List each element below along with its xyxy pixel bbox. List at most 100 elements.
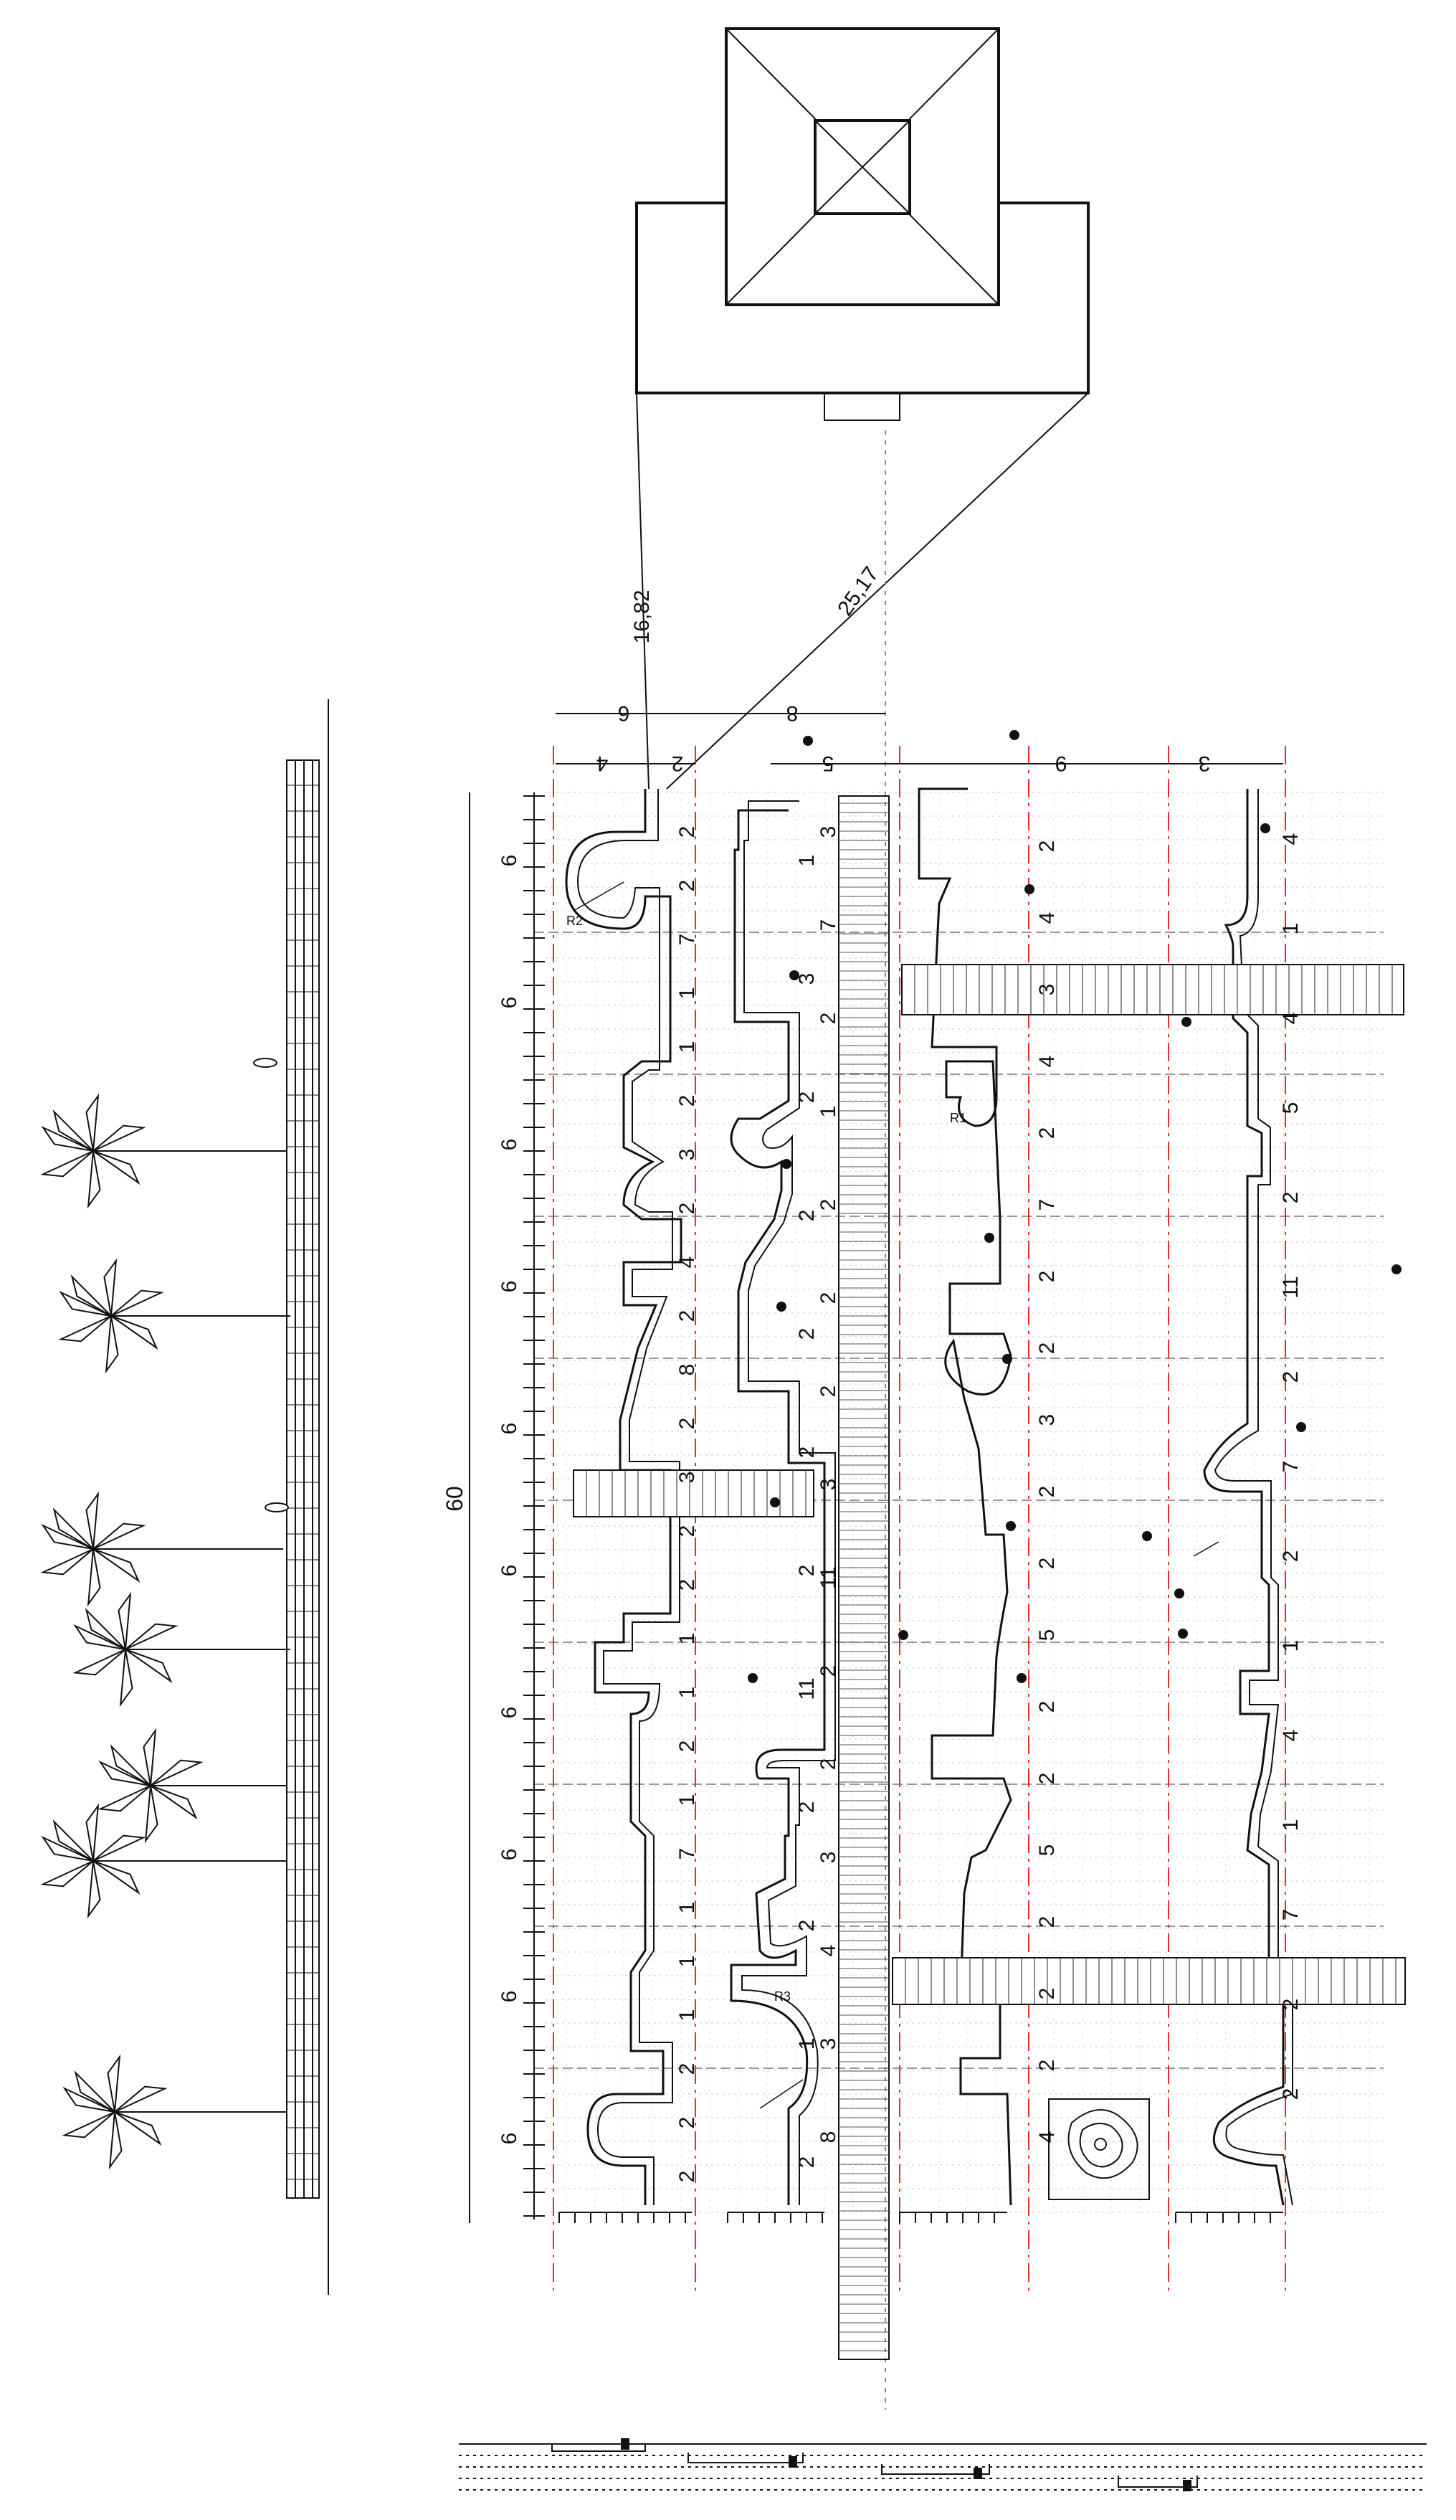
path-label: 7: [1035, 1199, 1059, 1211]
path-label: 1: [675, 987, 699, 1000]
left-axis-label: 6: [498, 1281, 521, 1293]
path-label: 1: [675, 1633, 699, 1645]
path-label: 2: [675, 826, 699, 838]
left-axis-label: 6: [498, 1565, 521, 1577]
path-label: 2: [675, 1579, 699, 1591]
path-label: 4: [1279, 1013, 1303, 1025]
tree-point: [984, 1233, 994, 1243]
center-band-label: 2: [817, 1385, 840, 1398]
tree-point: [789, 970, 799, 980]
tree-point: [1391, 1264, 1402, 1274]
palm-tree: [58, 1258, 290, 1374]
path-label: 2: [795, 1091, 819, 1104]
palm-tree: [97, 1728, 287, 1844]
path-label: 1: [1279, 923, 1303, 935]
path-label: 2: [1035, 1486, 1059, 1498]
path-label: 4: [1035, 2131, 1059, 2144]
path-label: 7: [675, 1848, 699, 1860]
center-band-label: 7: [817, 919, 840, 932]
cross-bridges: [573, 964, 1406, 2005]
palm-tree: [40, 1491, 283, 1607]
path-label: 2: [1035, 1127, 1059, 1140]
left-axis-label: 6: [498, 1423, 521, 1435]
tree-point: [1174, 1588, 1184, 1598]
meandering-path-2: [730, 800, 836, 2205]
path-label: 5: [1035, 1629, 1059, 1642]
path-label: 11: [1279, 1276, 1303, 1298]
path-label: 2: [675, 1740, 699, 1753]
building-plan: [635, 27, 1090, 421]
center-band-label: 2: [817, 1665, 840, 1677]
left-axis-label: 6: [498, 1707, 521, 1719]
path-label: 8: [675, 1364, 699, 1376]
human-figure: [253, 1058, 289, 1512]
center-band-label: 8: [817, 2131, 840, 2144]
path-label: 2: [1279, 1371, 1303, 1383]
path-label: 1: [1279, 1640, 1303, 1652]
path-label: 2: [1035, 1701, 1059, 1713]
tree-point: [898, 1630, 908, 1640]
path-label: 1: [675, 1687, 699, 1699]
path-label: 4: [1035, 1056, 1059, 1068]
path-label: 4: [1279, 1730, 1303, 1742]
section-strip: [459, 2443, 1427, 2491]
path-label: 2: [1279, 1999, 1303, 2011]
radius-label-r2: R2: [566, 914, 583, 928]
tree-point: [1296, 1422, 1306, 1432]
bridge-deck: [901, 964, 1404, 1015]
center-band-label: 2: [817, 1292, 840, 1304]
palm-trees: [40, 1093, 290, 2170]
diagonal-label-1: 16,82: [630, 589, 654, 643]
palm-tree: [62, 2054, 287, 2170]
tree-point: [1181, 1017, 1191, 1027]
tree-point: [1260, 823, 1270, 833]
path-label: 3: [675, 1472, 699, 1484]
left-axis-ticks: [523, 792, 545, 2220]
center-band-label: 3: [817, 826, 840, 838]
overall-length-label: 60: [442, 1486, 467, 1512]
radius-label-r1: R1: [950, 1111, 966, 1125]
palm-tree: [40, 1093, 287, 1209]
path-label: 2: [795, 2156, 819, 2169]
palm-tree: [72, 1591, 290, 1707]
top-dim-3: 3: [1199, 752, 1211, 775]
bottom-ticks: [558, 2212, 1283, 2223]
tree-point: [1178, 1629, 1188, 1639]
path-label: 2: [1035, 1342, 1059, 1355]
diagonal-label-2: 25,17: [833, 562, 883, 620]
path-label: 2: [1279, 2088, 1303, 2100]
bridge-deck: [892, 1957, 1406, 2005]
path-label: 1: [795, 2038, 819, 2050]
radius-lines: [573, 881, 1219, 2109]
top-dimension-lines: [556, 713, 1283, 764]
left-axis-label: 6: [498, 1139, 521, 1151]
path-label: 2: [1035, 2060, 1059, 2072]
path-label: 2: [675, 1203, 699, 1215]
path-label: 2: [675, 1310, 699, 1322]
path-label: 2: [1035, 840, 1059, 853]
path-label: 2: [1035, 1558, 1059, 1570]
path-label: 3: [1035, 1414, 1059, 1426]
path-label: 2: [795, 1920, 819, 1932]
path-dimension-labels: 2271123242823221121711122213222221122122…: [675, 826, 1303, 2183]
top-dim-9: 9: [1055, 752, 1067, 775]
top-dim-6: 6: [618, 701, 630, 725]
path-label: 2: [675, 1418, 699, 1430]
path-label: 3: [1035, 984, 1059, 996]
path-label: 2: [795, 1801, 819, 1814]
path-label: 1: [1279, 1819, 1303, 1832]
path-label: 2: [1035, 1271, 1059, 1283]
tree-point: [1002, 1354, 1012, 1364]
path-label: 2: [675, 2063, 699, 2075]
path-label: 2: [675, 880, 699, 892]
tree-point: [1006, 1521, 1016, 1531]
tree-points: [748, 730, 1402, 1683]
pond-element: [1048, 2098, 1150, 2200]
tree-point: [1024, 884, 1034, 894]
tree-point: [770, 1497, 780, 1507]
path-label: 1: [675, 1956, 699, 1968]
meandering-path-4: [1203, 789, 1293, 2206]
radius-label-r3: R3: [774, 1989, 791, 2004]
elevation-courses: [287, 785, 319, 2180]
